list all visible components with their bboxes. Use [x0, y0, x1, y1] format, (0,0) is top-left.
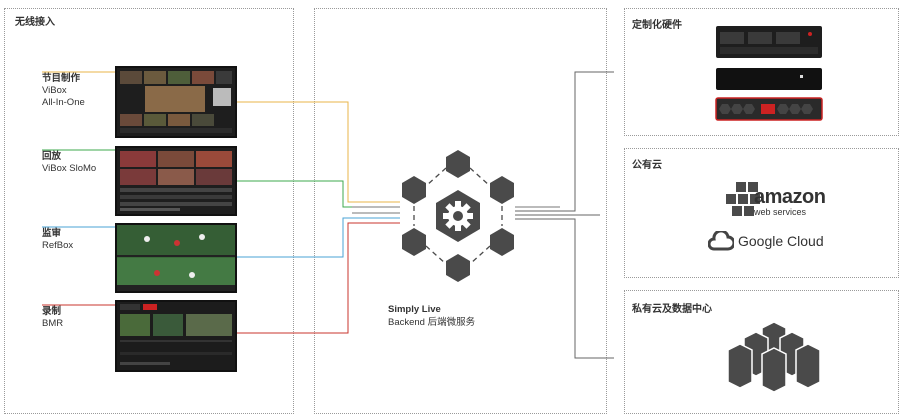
- source-sub-replay: ViBox SloMo: [42, 163, 97, 174]
- wireless-zone-title: 无线接入: [15, 17, 55, 28]
- source-title-replay: 回放: [42, 151, 62, 162]
- source-sub-production-2: All-In-One: [42, 97, 85, 108]
- source-title-review: 监审: [42, 228, 62, 239]
- datacenter-icon: [728, 321, 821, 393]
- source-sub-review: RefBox: [42, 240, 74, 251]
- public-cloud-title: 公有云: [632, 160, 662, 171]
- custom-hardware-zone: [624, 8, 899, 136]
- backend-zone: [314, 8, 607, 414]
- hub-node-upper-left: [402, 176, 426, 204]
- backend-title: Simply Live: [388, 304, 441, 315]
- screenshot-refbox: [115, 223, 237, 293]
- screenshot-vibox-production: [115, 66, 237, 138]
- source-label-production: 节目制作 ViBox All-In-One: [42, 73, 85, 109]
- google-cloud-icon: [708, 231, 734, 251]
- screenshot-bmr: [115, 300, 237, 372]
- screenshot-vibox-slomo: [115, 146, 237, 216]
- server-unit-3: [715, 97, 823, 121]
- hub-node-top: [446, 150, 470, 178]
- hub-node-upper-right: [490, 176, 514, 204]
- private-cloud-title: 私有云及数据中心: [632, 304, 712, 315]
- source-label-replay: 回放 ViBox SloMo: [42, 151, 96, 175]
- source-label-record: 录制 BMR: [42, 306, 63, 330]
- aws-logo-text: amazon: [754, 186, 826, 208]
- source-sub-record: BMR: [42, 318, 64, 329]
- custom-hardware-title: 定制化硬件: [632, 20, 682, 31]
- wire-record-out: [237, 222, 400, 334]
- aws-cubes-icon: [726, 182, 760, 216]
- source-label-review: 监审 RefBox: [42, 228, 73, 252]
- google-cloud-text: Google Cloud: [738, 233, 824, 249]
- wire-hardware: [515, 71, 614, 212]
- hub-node-lower-right: [490, 228, 514, 256]
- backend-label: Simply Live Backend 后端微服务: [388, 303, 475, 329]
- source-title-record: 录制: [42, 306, 62, 317]
- wireless-zone: [4, 8, 294, 414]
- aws-logo-subtext: web services: [754, 207, 807, 217]
- hub-node-bottom: [446, 254, 470, 282]
- refbox-ui-thumb: [117, 225, 235, 291]
- source-sub-production-1: ViBox: [42, 85, 67, 96]
- public-cloud-zone: [624, 148, 899, 278]
- bmr-ui-thumb: [117, 302, 235, 370]
- production-ui-thumb: [117, 68, 235, 136]
- wire-private: [515, 218, 614, 359]
- slomo-ui-thumb: [117, 148, 235, 214]
- private-cloud-zone: [624, 290, 899, 414]
- wire-review-out: [237, 217, 400, 258]
- backend-subtitle: Backend 后端微服务: [388, 317, 476, 328]
- wire-production-out: [237, 101, 400, 203]
- gear-icon: [436, 190, 480, 242]
- hardware-servers-icon: [715, 26, 823, 121]
- hub-node-lower-left: [402, 228, 426, 256]
- source-title-production: 节目制作: [42, 73, 81, 84]
- server-unit-2: [716, 68, 822, 90]
- wire-replay-out: [237, 180, 400, 208]
- backend-hub-icon: [402, 150, 514, 282]
- server-unit-1: [716, 26, 822, 58]
